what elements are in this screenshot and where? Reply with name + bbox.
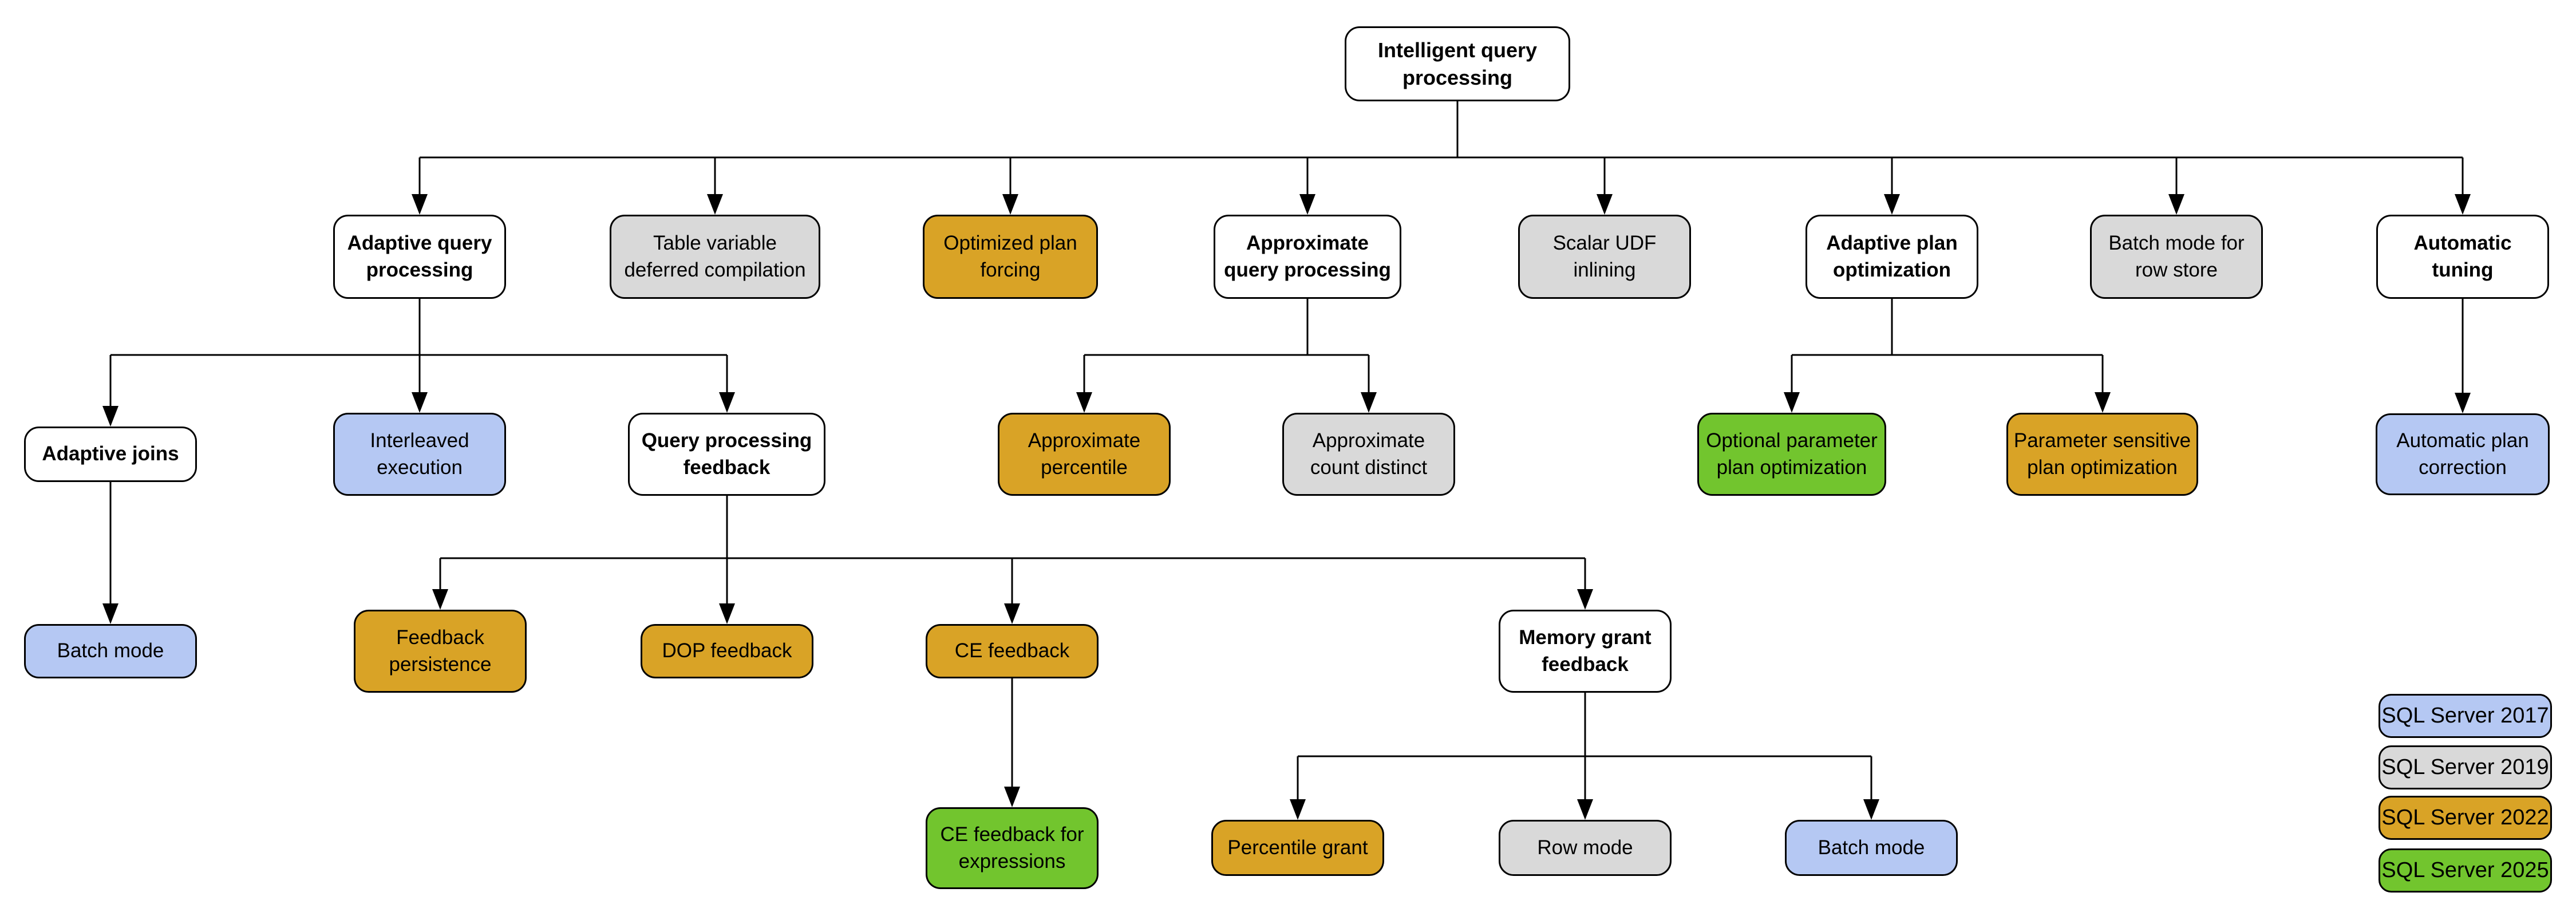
node-percentile-grant: Percentile grant bbox=[1211, 820, 1384, 876]
node-approximate-count-distinct: Approximate count distinct bbox=[1282, 413, 1455, 496]
legend-sql-server-2022: SQL Server 2022 bbox=[2379, 796, 2552, 840]
node-memory-grant-feedback: Memory grant feedback bbox=[1499, 610, 1672, 693]
legend-sql-server-2017: SQL Server 2017 bbox=[2379, 694, 2552, 738]
arrowheads bbox=[102, 194, 2471, 820]
node-batch-mode-adaptive-joins: Batch mode bbox=[24, 624, 197, 678]
node-row-mode: Row mode bbox=[1499, 820, 1672, 876]
node-approximate-query-processing: Approximate query processing bbox=[1214, 215, 1401, 299]
node-scalar-udf-inlining: Scalar UDF inlining bbox=[1518, 215, 1691, 299]
node-approximate-percentile: Approximate percentile bbox=[998, 413, 1171, 496]
node-query-processing-feedback: Query processing feedback bbox=[628, 413, 825, 496]
node-adaptive-query-processing: Adaptive query processing bbox=[333, 215, 506, 299]
node-parameter-sensitive-plan-optimization: Parameter sensitive plan optimization bbox=[2006, 413, 2198, 496]
node-optimized-plan-forcing: Optimized plan forcing bbox=[923, 215, 1098, 299]
node-optional-parameter-plan-optimization: Optional parameter plan optimization bbox=[1697, 413, 1886, 496]
node-table-variable-deferred-compilation: Table variable deferred compilation bbox=[610, 215, 820, 299]
node-dop-feedback: DOP feedback bbox=[641, 624, 813, 678]
node-interleaved-execution: Interleaved execution bbox=[333, 413, 506, 496]
legend-sql-server-2019: SQL Server 2019 bbox=[2379, 745, 2552, 789]
node-ce-feedback: CE feedback bbox=[926, 624, 1099, 678]
node-automatic-tuning: Automatic tuning bbox=[2376, 215, 2549, 299]
node-ce-feedback-for-expressions: CE feedback for expressions bbox=[926, 807, 1099, 889]
node-adaptive-plan-optimization: Adaptive plan optimization bbox=[1805, 215, 1978, 299]
node-intelligent-query-processing: Intelligent query processing bbox=[1345, 26, 1570, 101]
legend-sql-server-2025: SQL Server 2025 bbox=[2379, 848, 2552, 893]
node-batch-mode-memory-grant: Batch mode bbox=[1785, 820, 1958, 876]
node-adaptive-joins: Adaptive joins bbox=[24, 427, 197, 482]
node-automatic-plan-correction: Automatic plan correction bbox=[2376, 413, 2550, 495]
node-batch-mode-for-row-store: Batch mode for row store bbox=[2090, 215, 2263, 299]
node-feedback-persistence: Feedback persistence bbox=[354, 610, 527, 693]
